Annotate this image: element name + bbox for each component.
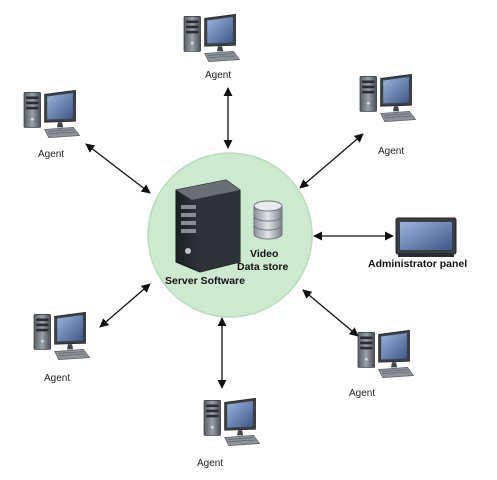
arrow-top-right [299,133,364,189]
agent-top-icon [183,13,241,63]
agent-top-right-label: Agent [378,146,405,157]
agent-bottom-left-icon [33,311,91,361]
agent-bottom-icon [203,397,261,447]
agent-bottom-left-label: Agent [44,373,71,384]
database-icon [253,200,283,240]
arrow-bottom-right [302,289,359,337]
server-software-label: Server Software [165,275,245,287]
arrow-top-left [85,143,151,194]
agent-top-left-icon [23,89,81,139]
agent-bottom-label: Agent [197,458,224,469]
datastore-label-line2: Data store [237,261,289,273]
agent-top-right-icon [359,73,417,123]
agent-top-left-label: Agent [38,149,65,160]
agent-top-label: Agent [205,70,232,81]
agent-bottom-right-label: Agent [349,388,376,399]
administrator-panel-label: Administrator panel [368,258,468,270]
monitor-panel-icon [395,217,457,257]
datastore-label-line1: Video [250,248,279,260]
server-tower-icon [175,179,241,273]
agent-bottom-right-icon [357,329,415,379]
arrow-bottom-left [99,283,151,328]
connection-arrows [85,87,394,389]
